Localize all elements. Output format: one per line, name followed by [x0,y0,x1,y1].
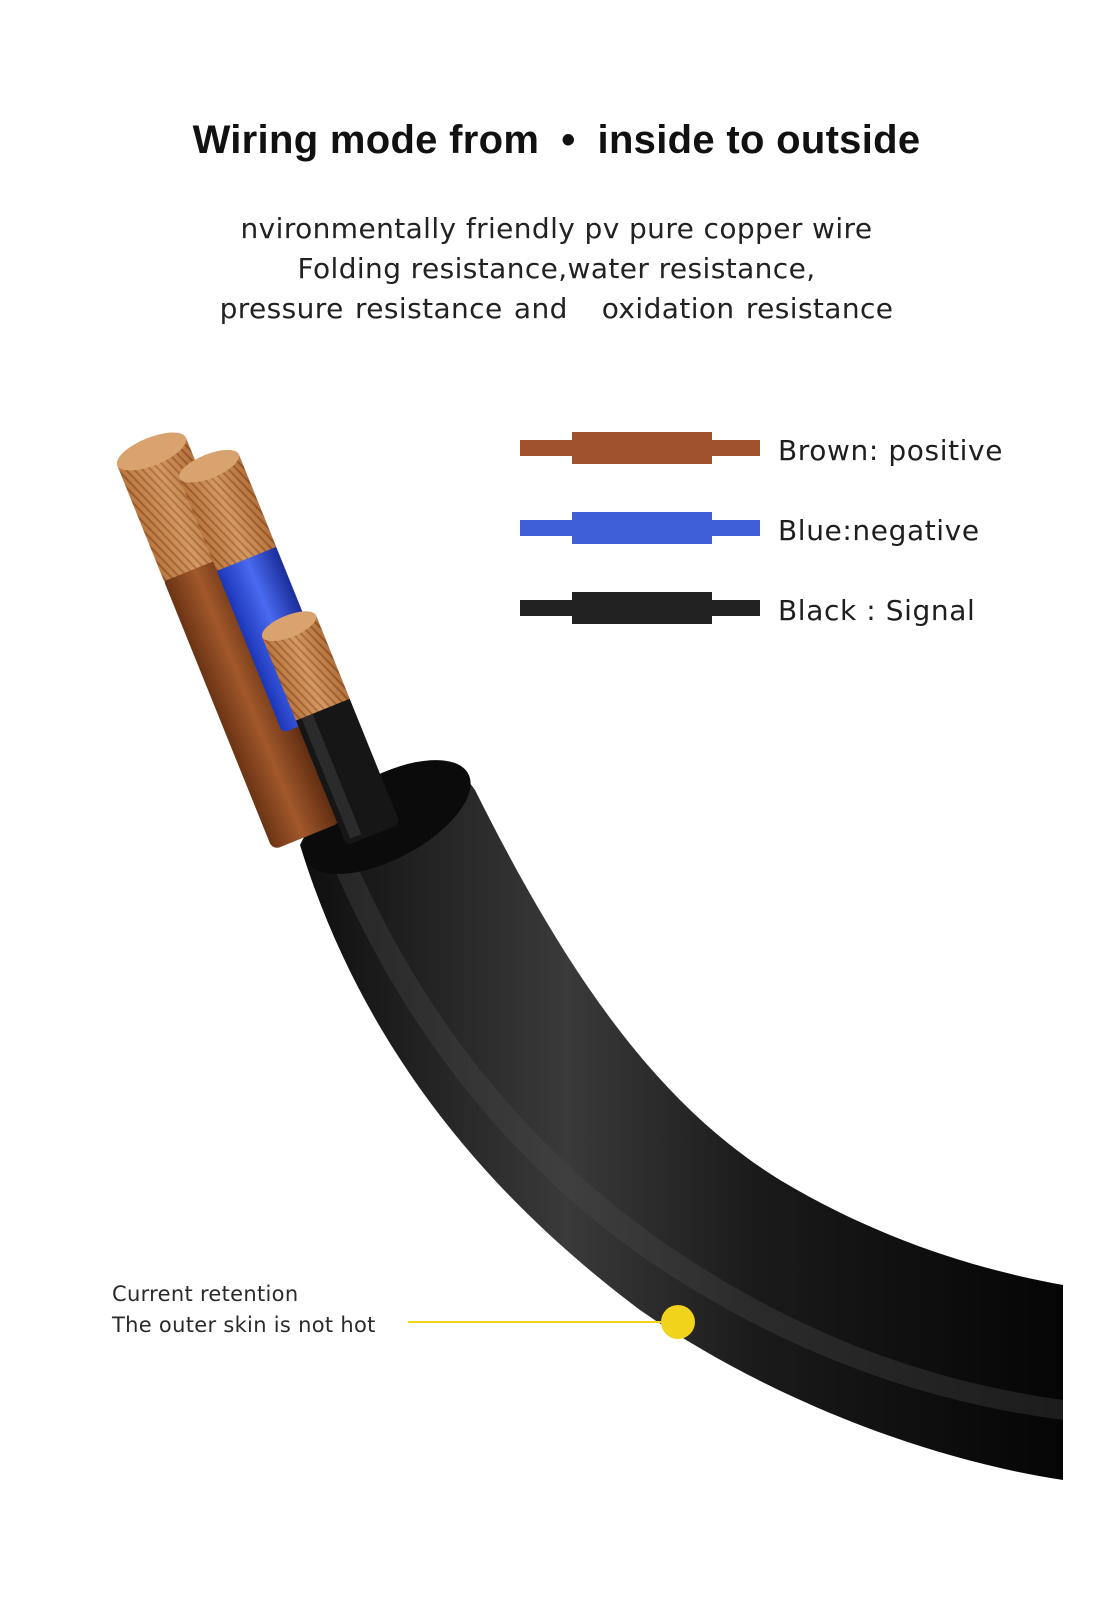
black-wire [261,611,399,844]
legend-label-black: Black : Signal [778,594,976,627]
legend-label-brown: Brown: positive [778,434,1004,467]
callout-line-2: The outer skin is not hot [112,1313,376,1337]
page-title: Wiring mode from • inside to outside [0,118,1113,163]
subtitle-line-3: pressure resistance and oxidation resista… [0,292,1113,325]
brown-wire-swatch [520,432,760,464]
title-separator: • [561,118,576,162]
brown-wire [116,432,339,848]
subtitle-line-3-part-a: pressure resistance and [219,292,568,325]
callout-marker [661,1305,695,1339]
legend-item-blue: Blue:negative [520,512,1060,552]
cable-jacket [300,765,1063,1480]
title-left: Wiring mode from [192,118,540,162]
subtitle-line-3-part-b: oxidation resistance [601,292,894,325]
subtitle-line-2: Folding resistance,water resistance, [297,252,816,285]
legend-item-brown: Brown: positive [520,432,1060,472]
legend-label-blue: Blue:negative [778,514,980,547]
blue-wire-swatch [520,512,760,544]
title-right: inside to outside [597,118,921,162]
legend-item-black: Black : Signal [520,592,1060,632]
black-wire-swatch [520,592,760,624]
callout-line-1: Current retention [112,1282,299,1306]
subtitle-line-1: nvironmentally friendly pv pure copper w… [240,212,873,245]
